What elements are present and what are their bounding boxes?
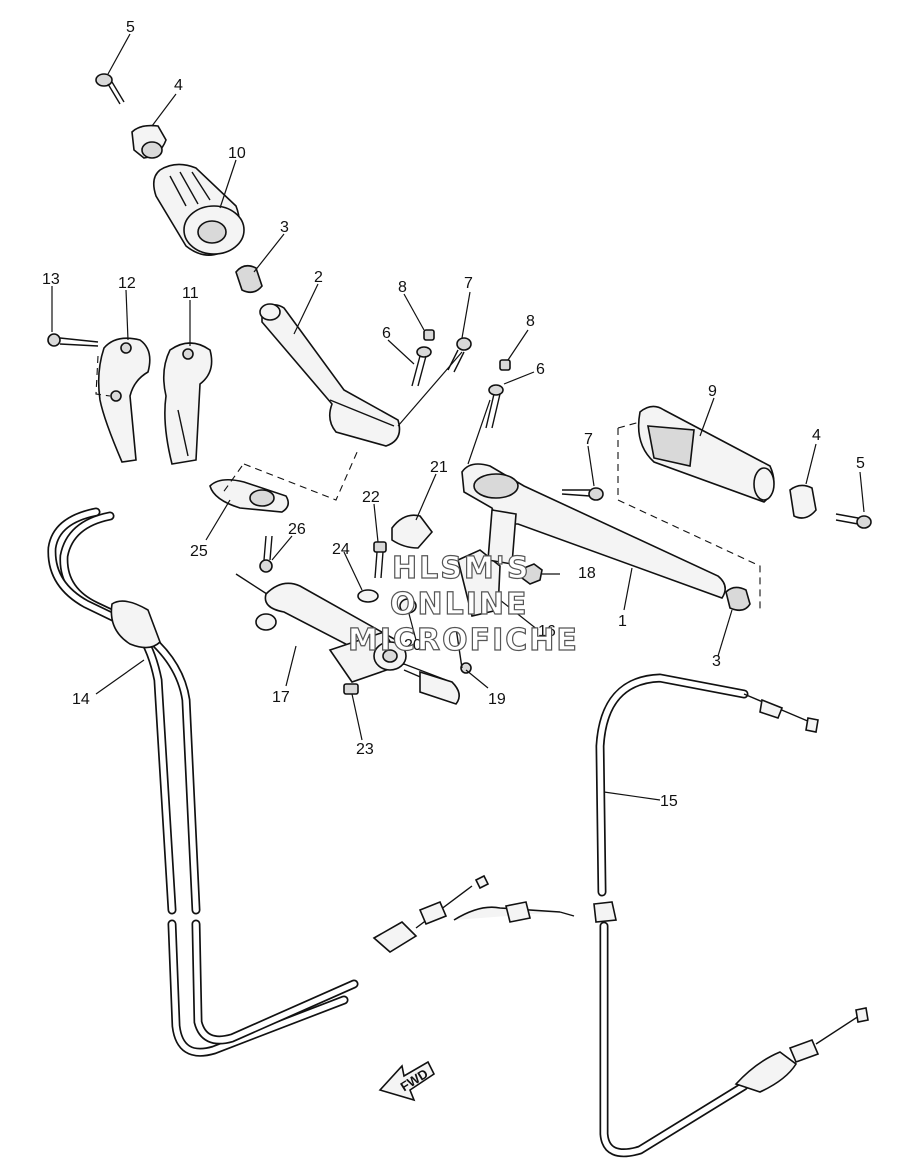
callout-2: 2 — [314, 269, 323, 286]
callout-24: 24 — [332, 541, 350, 558]
callout-3-right: 3 — [712, 653, 721, 670]
callout-14: 14 — [72, 691, 90, 708]
callout-21: 21 — [430, 459, 448, 476]
callout-5-right: 5 — [856, 455, 865, 472]
part-5-bolt-top — [95, 73, 125, 105]
callout-18: 18 — [578, 565, 596, 582]
part-22-bolt — [373, 541, 387, 579]
fwd-direction-arrow: FWD — [378, 1060, 436, 1102]
callout-26: 26 — [288, 521, 306, 538]
callout-20: 20 — [404, 637, 422, 654]
callout-11: 11 — [182, 285, 199, 302]
callout-13: 13 — [42, 271, 60, 288]
part-6-bolt-right — [485, 384, 504, 429]
callout-3-left: 3 — [280, 219, 289, 236]
callout-1: 1 — [618, 613, 627, 630]
part-6-bolt-left — [411, 346, 432, 387]
callout-23: 23 — [356, 741, 374, 758]
part-7-bolt-right — [561, 487, 604, 501]
callout-4-right: 4 — [812, 427, 821, 444]
part-2-handlebar-left — [259, 303, 401, 447]
part-8-nut-left — [423, 329, 435, 341]
assembly-outline-right-grip — [617, 421, 761, 610]
callout-7-right: 7 — [584, 431, 593, 448]
assembly-outline-left-clamp — [221, 449, 359, 501]
part-25-clamp — [209, 478, 290, 513]
watermark-line-3: MICROFICHE — [348, 623, 579, 658]
callout-10: 10 — [228, 145, 246, 162]
callout-16: 16 — [538, 623, 556, 640]
part-26-bolt — [259, 535, 273, 573]
callout-25: 25 — [190, 543, 208, 560]
part-1-handlebar-right — [461, 463, 726, 599]
part-17-steering-damper — [235, 573, 460, 705]
callout-15: 15 — [660, 793, 678, 810]
assembly-outline-switch-cover — [95, 355, 111, 397]
callout-22: 22 — [362, 489, 380, 506]
part-12-switch-housing-left — [97, 337, 151, 463]
part-15-clutch-cable — [593, 673, 869, 1158]
part-5-bolt-right — [835, 513, 872, 529]
callout-7-left: 7 — [464, 275, 473, 292]
callout-labels: 5 4 10 3 2 13 12 11 8 7 6 8 6 9 7 4 5 21… — [42, 19, 865, 810]
callout-5-top: 5 — [126, 19, 135, 36]
part-20-collar — [399, 598, 417, 614]
part-10-throttle-grip — [152, 163, 245, 256]
watermark-line-2: ONLINE — [390, 587, 529, 622]
part-9-grip-right — [637, 405, 775, 503]
part-4-weight-right — [789, 484, 817, 519]
part-21-bracket — [391, 514, 434, 549]
callout-9: 9 — [708, 383, 717, 400]
part-3-end-plug-right — [725, 586, 751, 612]
part-14-throttle-cables — [47, 507, 575, 1057]
part-4-weight-top — [131, 124, 167, 159]
part-18-nut — [521, 563, 543, 585]
callout-12: 12 — [118, 275, 136, 292]
callout-8-left: 8 — [398, 279, 407, 296]
part-24-washer — [357, 589, 379, 603]
part-7-bolt-left — [447, 337, 472, 373]
watermark: HLSM'S ONLINE MICROFICHE — [347, 550, 579, 658]
leader-lines — [51, 33, 865, 801]
callout-6-left: 6 — [382, 325, 391, 342]
part-16-mount — [457, 549, 501, 617]
part-13-screw — [47, 333, 99, 347]
callout-19: 19 — [488, 691, 506, 708]
part-19-bolt — [455, 627, 472, 674]
watermark-line-1: HLSM'S — [392, 551, 530, 586]
part-11-switch-housing-right — [162, 342, 213, 465]
callout-17: 17 — [272, 689, 290, 706]
callout-6-right: 6 — [536, 361, 545, 378]
callout-4-top: 4 — [174, 77, 183, 94]
callout-8-right: 8 — [526, 313, 535, 330]
part-3-end-plug-left — [235, 264, 263, 294]
part-8-nut-right — [499, 359, 511, 371]
part-23-nut — [343, 683, 359, 695]
